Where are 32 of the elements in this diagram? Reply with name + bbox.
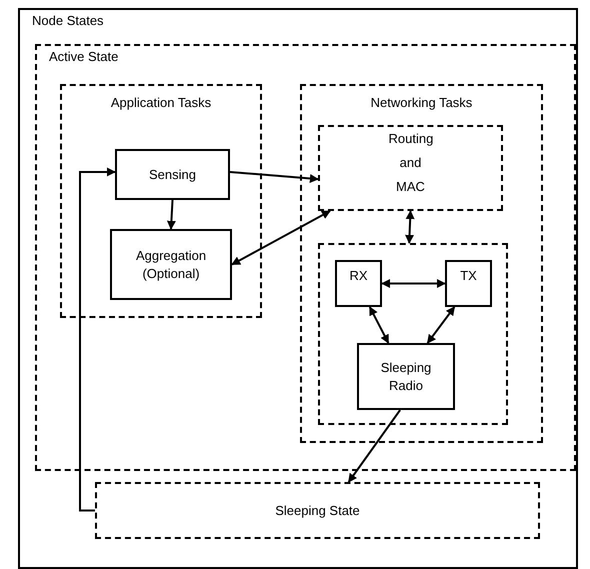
task-group — [60, 84, 262, 318]
state-box — [445, 260, 492, 307]
process-box — [110, 229, 232, 300]
state-title: Node States — [32, 12, 104, 30]
state-label: Aggregation (Optional) — [134, 246, 208, 282]
task-group — [318, 125, 503, 211]
arrow — [230, 170, 319, 183]
state-title: Networking Tasks — [370, 94, 474, 112]
state-label: RX — [348, 267, 369, 285]
state-container — [95, 482, 540, 539]
state-label: Sensing — [148, 166, 197, 184]
arrow — [426, 306, 456, 344]
arrow — [79, 167, 116, 512]
arrow — [368, 306, 390, 344]
state-label: TX — [459, 267, 478, 285]
state-container — [35, 44, 576, 471]
task-group — [300, 84, 543, 443]
arrow — [405, 210, 415, 244]
radio-group — [318, 243, 508, 425]
outer-frame — [18, 8, 578, 569]
state-title: Sleeping State — [274, 502, 361, 520]
arrow — [231, 210, 331, 266]
arrow — [381, 279, 446, 288]
arrow — [166, 200, 176, 230]
state-label: Sleeping Radio — [380, 358, 432, 394]
state-title: Application Tasks — [110, 94, 212, 112]
arrow — [348, 409, 401, 483]
state-box — [357, 343, 455, 410]
process-box — [115, 149, 230, 200]
state-box — [335, 260, 382, 307]
state-title: Routing and MAC — [388, 130, 432, 196]
state-title: Active State — [49, 48, 118, 66]
